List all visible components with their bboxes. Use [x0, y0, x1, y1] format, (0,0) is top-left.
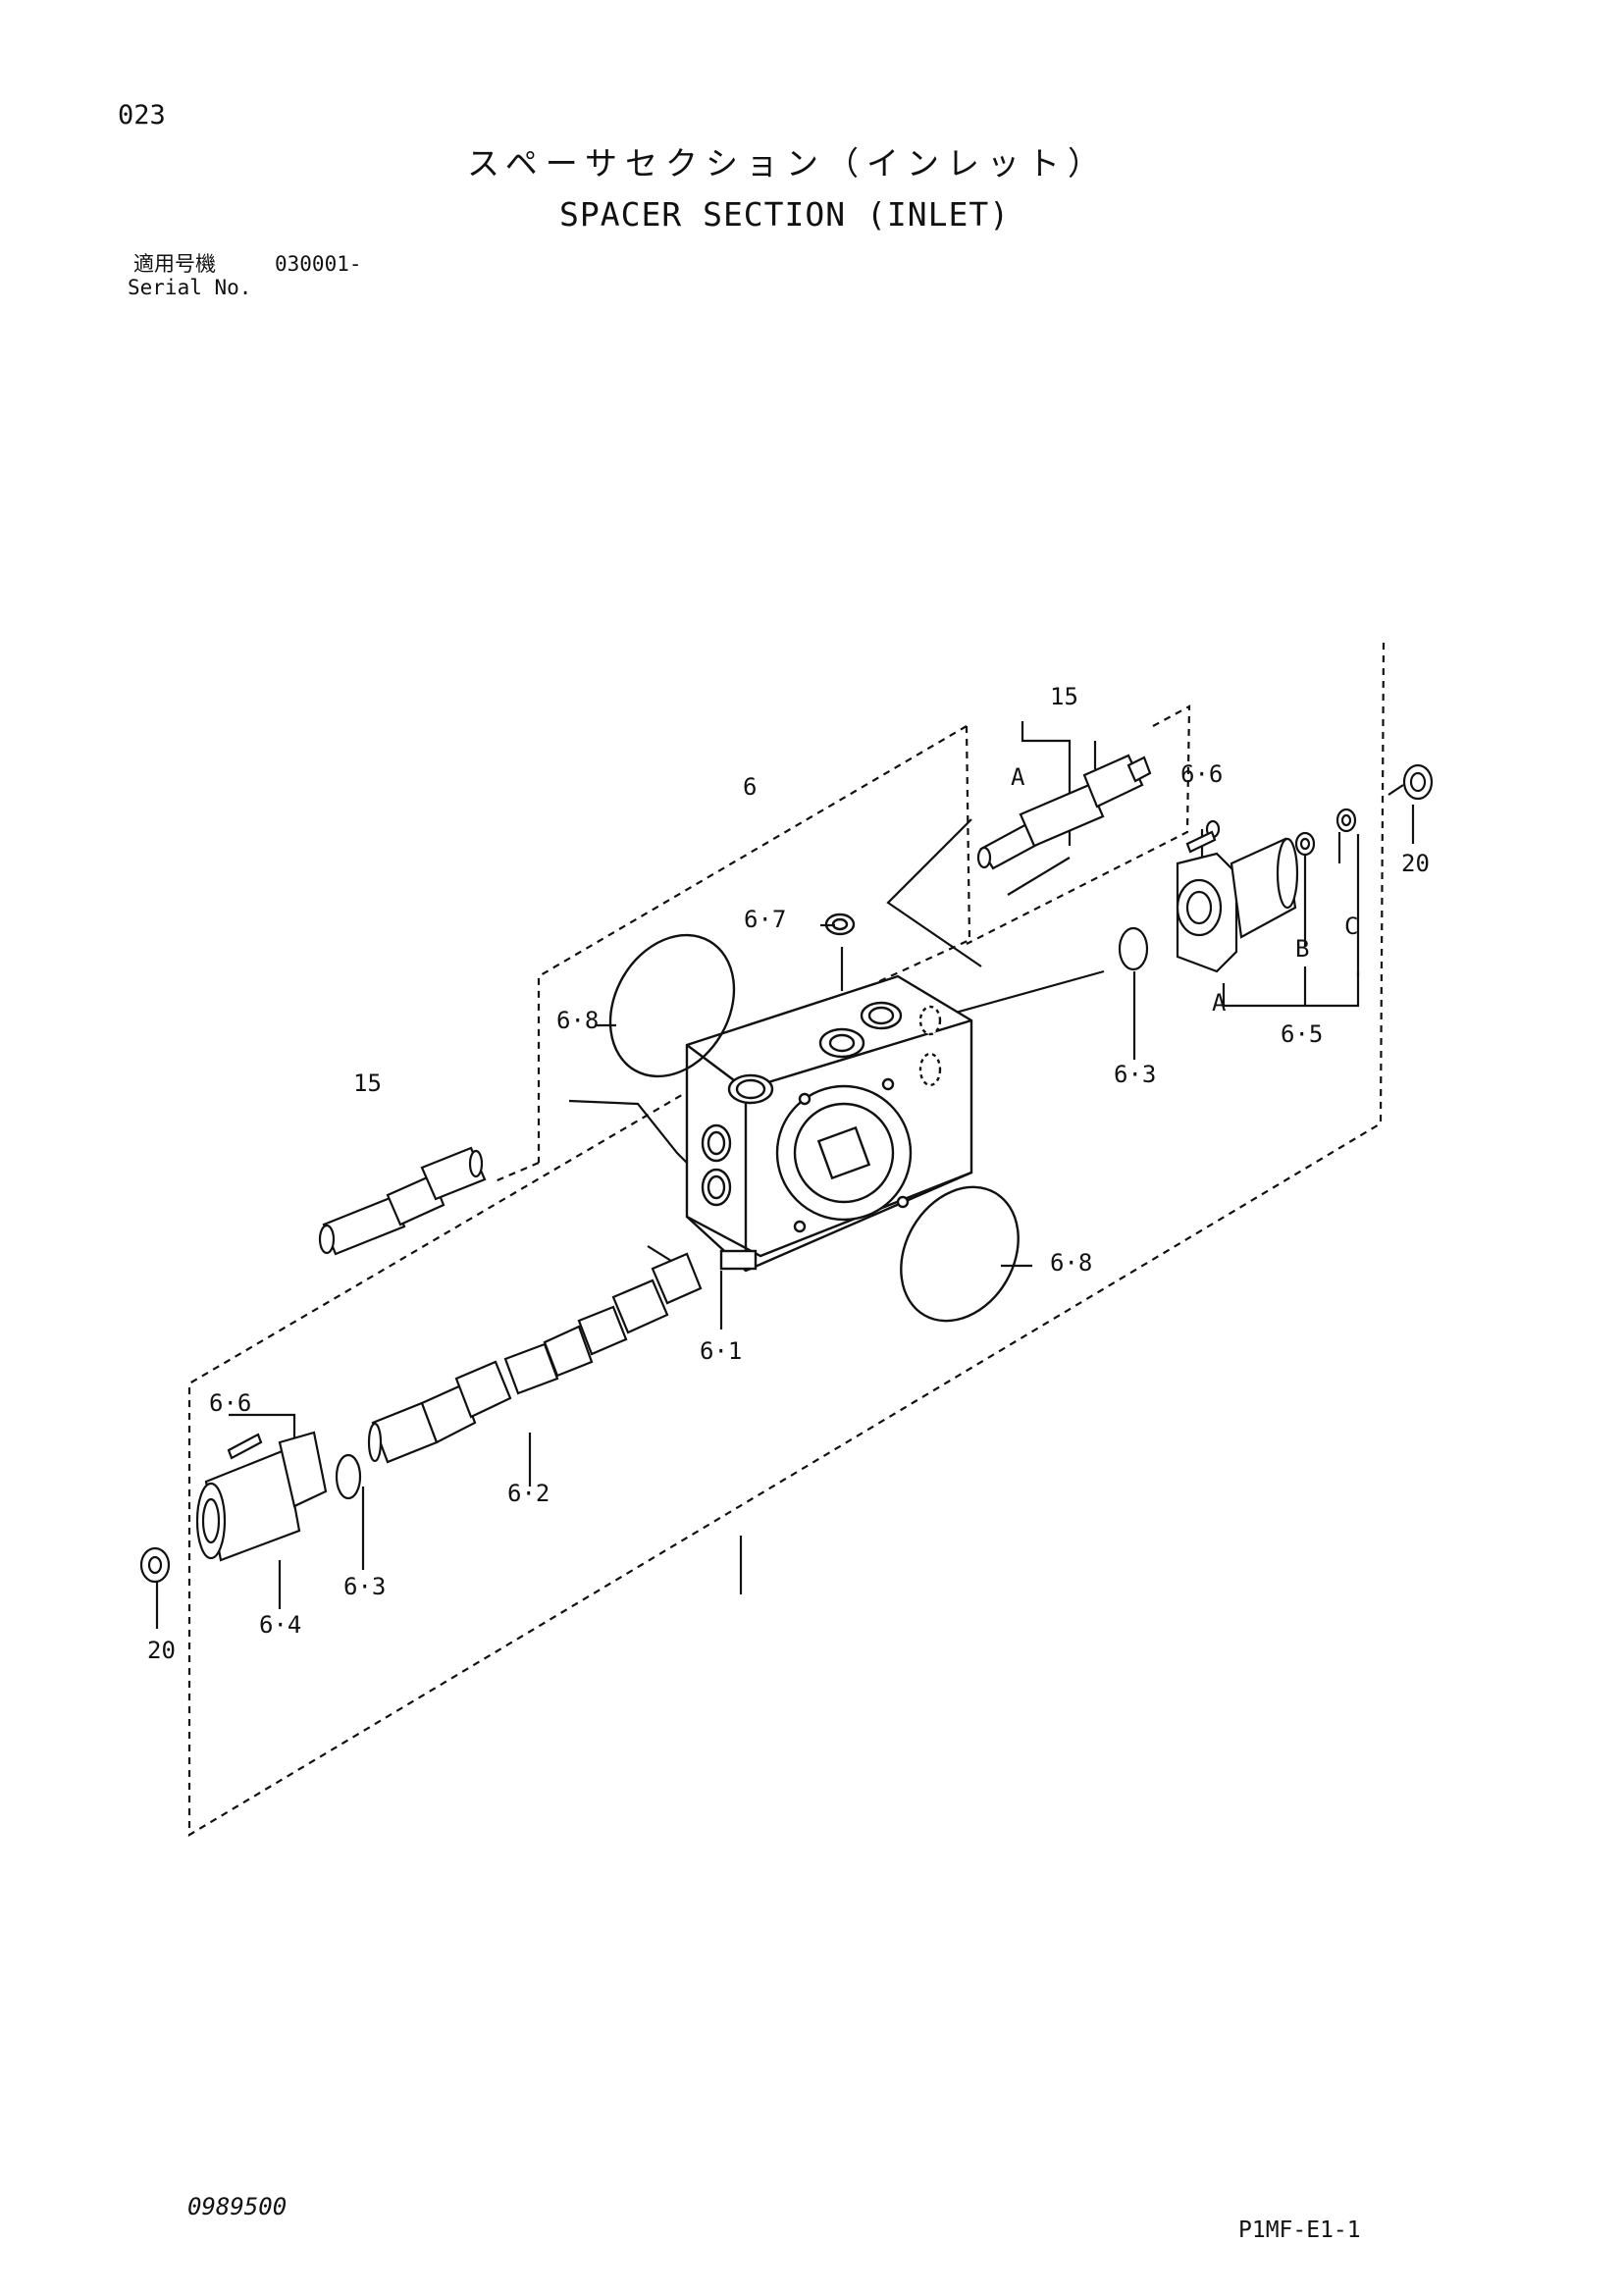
label-6-8-right: 6·8 — [1050, 1249, 1092, 1277]
label-a-right: A — [1212, 989, 1227, 1017]
plug-20 — [139, 763, 1434, 1584]
label-6-8-left: 6·8 — [556, 1007, 599, 1034]
page-title-english: SPACER SECTION (INLET) — [559, 195, 1011, 234]
cover-6-5 — [1176, 837, 1299, 973]
label-6-1: 6·1 — [700, 1337, 742, 1365]
spool-6-2 — [367, 1252, 703, 1464]
label-6-5: 6·5 — [1281, 1020, 1323, 1048]
label-a-top: A — [1011, 763, 1025, 791]
serial-label-english: Serial No. — [128, 276, 252, 299]
relief-valve-15-top — [976, 754, 1152, 870]
document-number: 0989500 — [187, 2193, 288, 2220]
relief-valve-15-left — [318, 1146, 487, 1256]
page-title-japanese: スペーサセクション（インレット） — [467, 144, 1109, 183]
cap-6-4 — [195, 1431, 362, 1562]
label-6-2: 6·2 — [507, 1480, 550, 1507]
label-6-6-left: 6·6 — [209, 1389, 251, 1417]
label-6-6-right: 6·6 — [1180, 760, 1223, 788]
label-6: 6 — [743, 773, 757, 801]
callout-labels: 15 A 6 6·6 6·7 20 B C A 6·5 6·3 6·8 15 6… — [147, 683, 1430, 1664]
small-rings — [1118, 808, 1357, 971]
label-c: C — [1344, 913, 1358, 940]
label-6-3-right: 6·3 — [1114, 1061, 1156, 1088]
label-6-4: 6·4 — [259, 1611, 301, 1639]
label-b: B — [1295, 935, 1309, 963]
catalog-code: P1MF-E1-1 — [1238, 2218, 1361, 2243]
serial-number-value: 030001- — [275, 252, 362, 276]
valve-block-6-1 — [685, 974, 973, 1273]
label-6-7: 6·7 — [744, 906, 786, 933]
o-rings — [608, 913, 1020, 1323]
label-6-3-left: 6·3 — [343, 1573, 386, 1600]
page-number: 023 — [118, 100, 166, 130]
label-20-left: 20 — [147, 1637, 176, 1664]
label-15-top: 15 — [1050, 683, 1078, 710]
serial-label-japanese: 適用号機 — [133, 252, 216, 276]
label-20-right: 20 — [1401, 850, 1430, 877]
label-15-left: 15 — [353, 1070, 382, 1097]
